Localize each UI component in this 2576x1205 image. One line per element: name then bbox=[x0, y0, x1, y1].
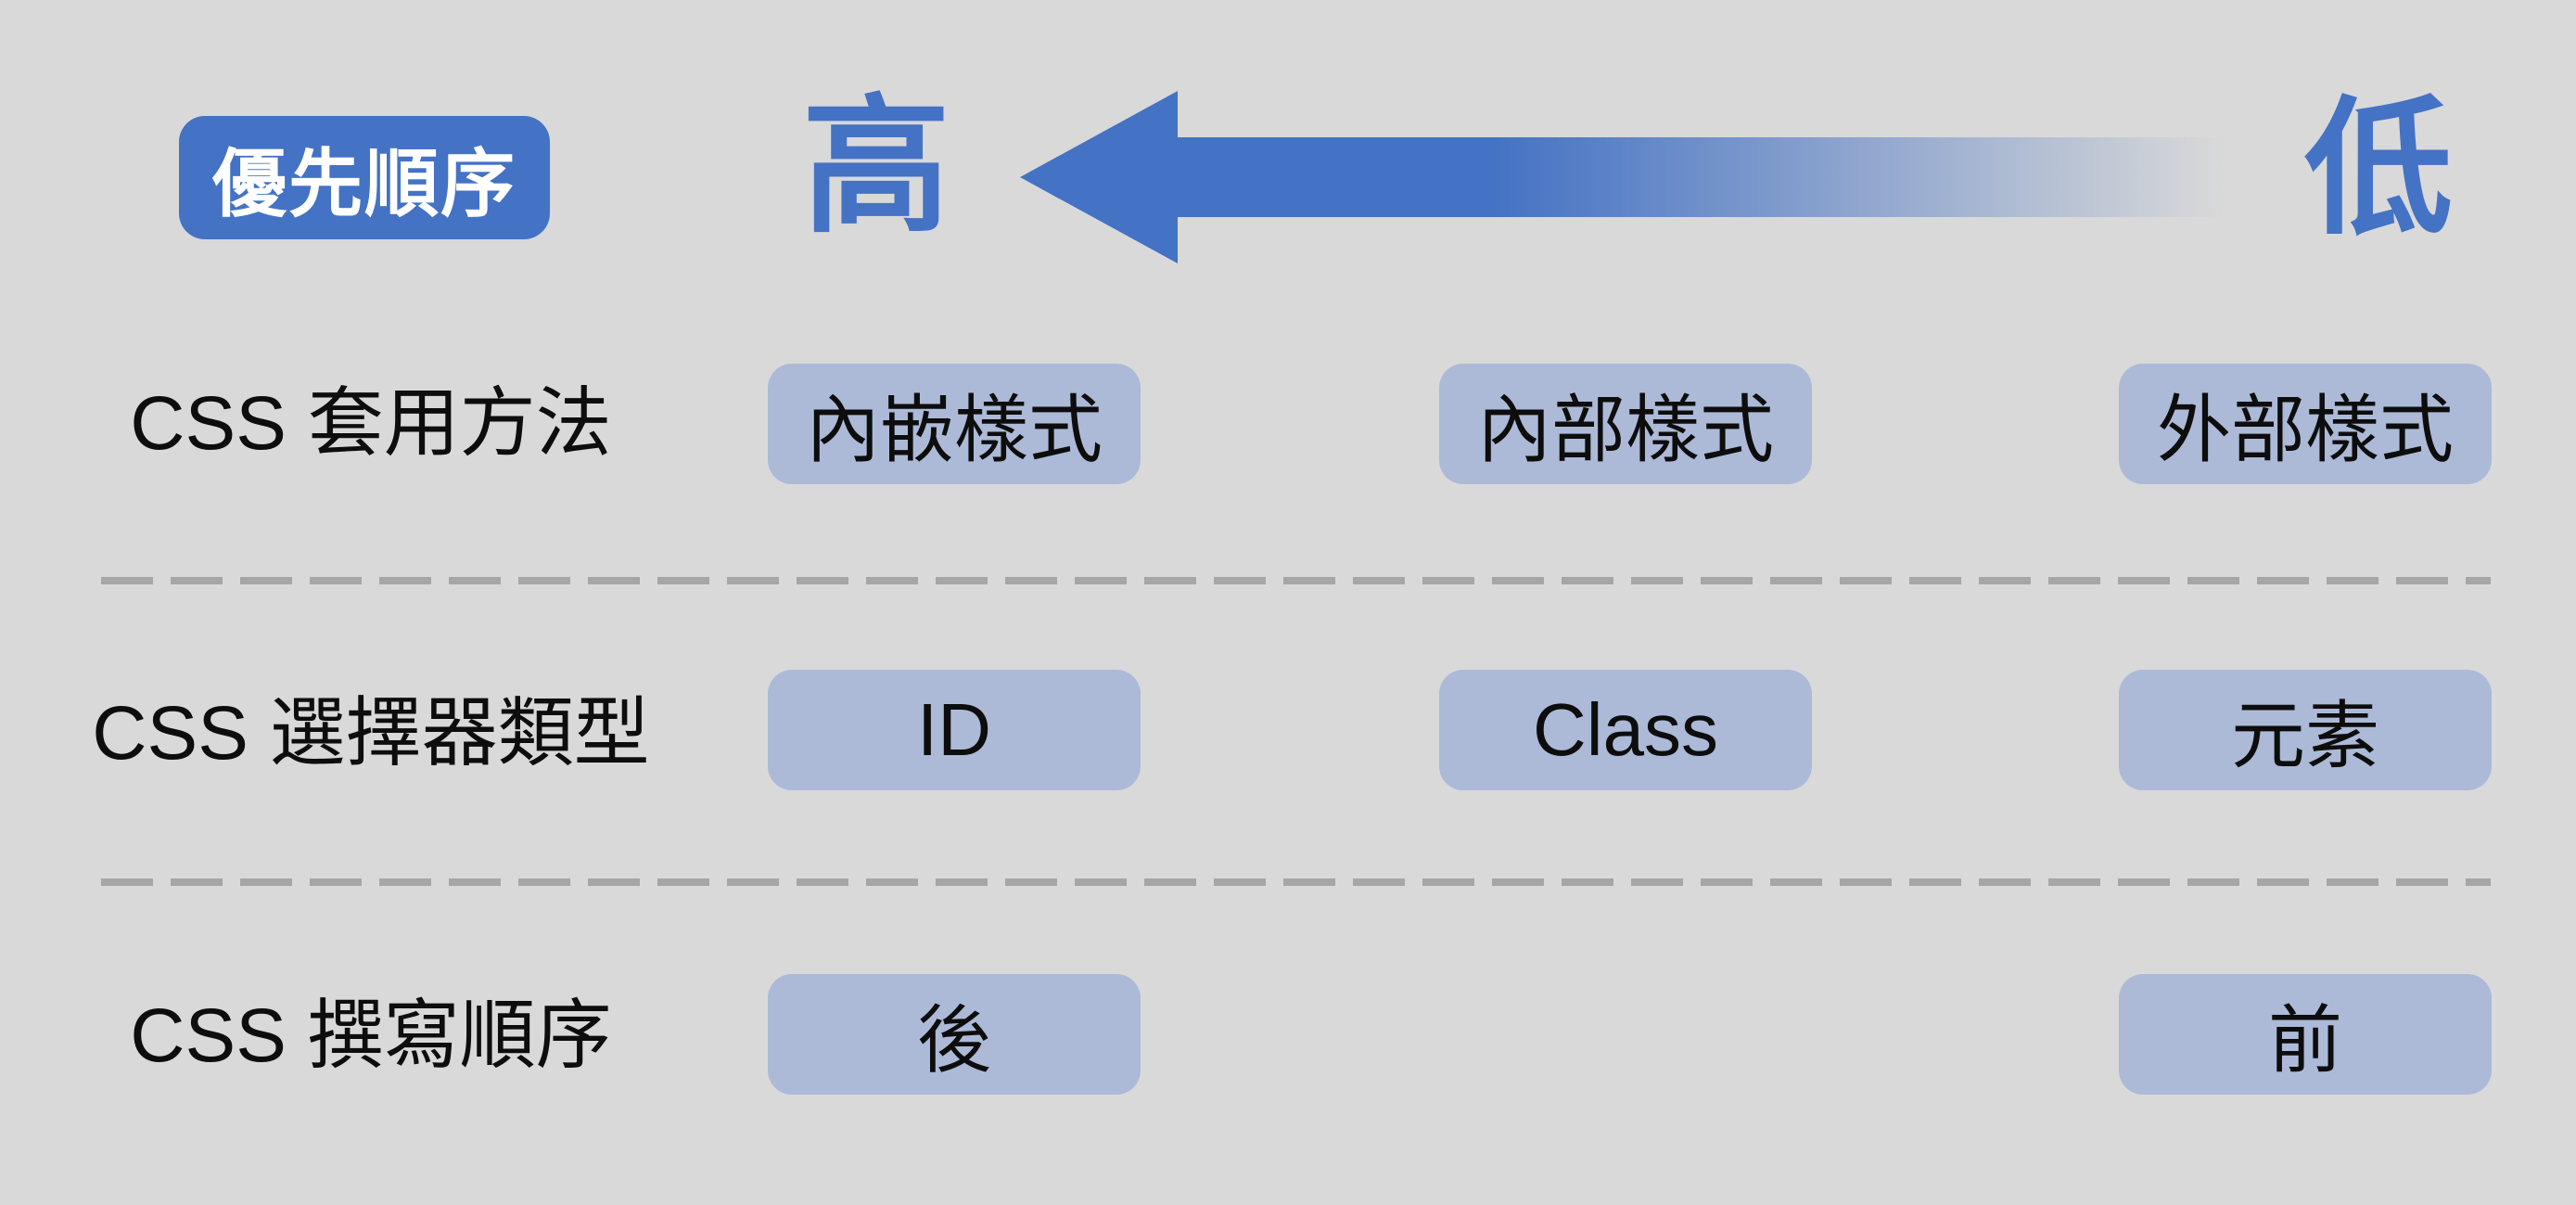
low-label: 低 bbox=[2303, 85, 2453, 251]
left-arrow-icon bbox=[1020, 91, 2225, 263]
chip-element-selector: 元素 bbox=[2119, 670, 2492, 790]
chip-internal-style: 內部樣式 bbox=[1439, 364, 1812, 484]
priority-badge: 優先順序 bbox=[179, 116, 550, 239]
arrow-shaft bbox=[1176, 137, 2225, 217]
chip-id-selector: ID bbox=[768, 670, 1141, 790]
dashed-divider-2 bbox=[101, 878, 2491, 886]
priority-arrow bbox=[1020, 91, 2225, 263]
row-label-css-apply-method: CSS 套用方法 bbox=[130, 381, 612, 466]
high-label: 高 bbox=[801, 83, 950, 250]
row-label-css-writing-order: CSS 撰寫順序 bbox=[130, 993, 612, 1078]
chip-written-earlier: 前 bbox=[2119, 974, 2492, 1095]
chip-external-style: 外部樣式 bbox=[2119, 364, 2492, 484]
row-label-css-selector-type: CSS 選擇器類型 bbox=[92, 691, 650, 776]
chip-inline-style: 內嵌樣式 bbox=[768, 364, 1141, 484]
arrowhead bbox=[1020, 91, 1178, 263]
dashed-divider-1 bbox=[101, 577, 2491, 584]
chip-written-later: 後 bbox=[768, 974, 1141, 1095]
chip-class-selector: Class bbox=[1439, 670, 1812, 790]
